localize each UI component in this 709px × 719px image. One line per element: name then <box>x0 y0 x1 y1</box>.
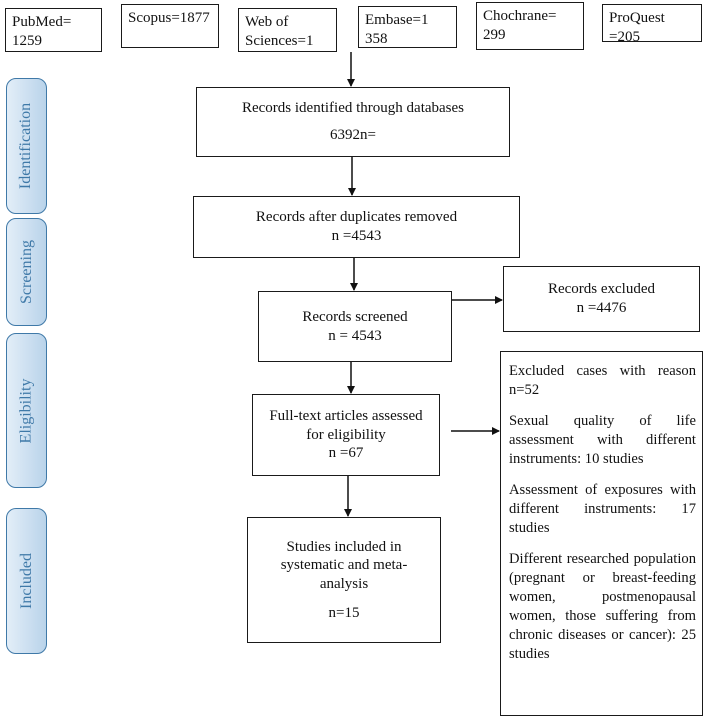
database-box-embase: Embase=1 358 <box>358 6 457 48</box>
exclusion-heading: Excluded cases with reason n=52 <box>509 363 696 398</box>
records-identified-box: Records identified through databases 639… <box>196 87 510 157</box>
stage-identification: Identification <box>6 78 47 214</box>
included-title-line-3: analysis <box>319 576 369 592</box>
stage-included: Included <box>6 508 47 654</box>
database-box-proquest: ProQuest =205 <box>602 4 702 45</box>
records-screened-count: n = 4543 <box>328 327 382 344</box>
database-box-web-of-sciences: Web of Sciences=1 <box>238 8 337 52</box>
fulltext-title-line-2: for eligibility <box>306 426 386 443</box>
records-screened-title: Records screened <box>302 308 408 325</box>
stage-screening: Screening <box>6 218 47 326</box>
included-title-line-1: Studies included in <box>286 538 402 555</box>
included-title-line-2: systematic and meta- <box>280 557 408 574</box>
fulltext-assessed-box: Full-text articles assessed for eligibil… <box>252 394 440 476</box>
stage-screening-label: Screening <box>17 240 35 304</box>
records-excluded-count: n =4476 <box>576 300 627 316</box>
records-identified-count: 6392n= <box>330 127 376 143</box>
records-excluded-title: Records excluded <box>547 281 656 298</box>
exclusion-reason-1: Sexual quality of life assessment with d… <box>509 412 696 467</box>
exclusion-reason-2: Assessment of exposures with different i… <box>509 481 696 536</box>
database-box-scopus: Scopus=1877 <box>121 4 219 48</box>
stage-eligibility-label: Eligibility <box>17 378 35 443</box>
studies-included-box: Studies included in systematic and meta-… <box>247 517 441 643</box>
stage-included-label: Included <box>17 553 35 609</box>
records-screened-box: Records screened n = 4543 <box>258 291 452 362</box>
duplicates-removed-count: n =4543 <box>331 228 382 244</box>
records-identified-title: Records identified through databases <box>241 100 465 117</box>
database-box-pubmed: PubMed= 1259 <box>5 8 102 52</box>
fulltext-count: n =67 <box>328 445 364 462</box>
stage-identification-label: Identification <box>17 102 35 190</box>
database-box-cochrane: Chochrane= 299 <box>476 2 584 50</box>
records-excluded-box: Records excluded n =4476 <box>503 266 700 332</box>
included-count: n=15 <box>328 604 360 621</box>
exclusion-reason-3: Different researched population (pregnan… <box>509 550 696 662</box>
stage-eligibility: Eligibility <box>6 333 47 488</box>
duplicates-removed-box: Records after duplicates removed n =4543 <box>193 196 520 258</box>
duplicates-removed-title: Records after duplicates removed <box>255 209 458 226</box>
exclusion-reasons-box: Excluded cases with reason n=52 Sexual q… <box>500 351 703 716</box>
fulltext-title-line-1: Full-text articles assessed <box>269 407 423 424</box>
